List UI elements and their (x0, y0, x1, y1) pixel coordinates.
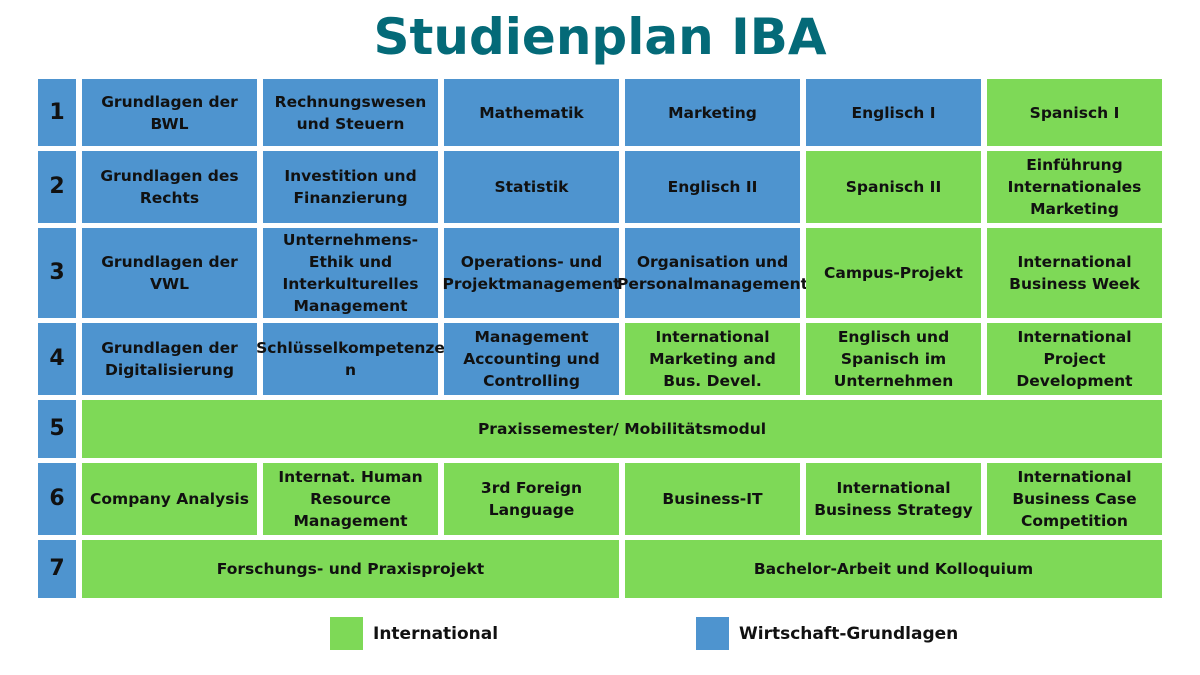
module-cell: Operations- und Projektmanagement (443, 228, 621, 318)
module-cell: Praxissemester/ Mobilitätsmodul (82, 400, 1162, 458)
module-cell: Company Analysis (82, 463, 257, 535)
module-cell: Bachelor-Arbeit und Kolloquium (625, 540, 1162, 598)
module-cell: International Business Strategy (806, 463, 981, 535)
module-cell: Campus-Projekt (806, 228, 981, 318)
module-cell: Grundlagen der BWL (82, 79, 257, 146)
module-cell: International Project Development (987, 323, 1162, 395)
module-cell: Englisch und Spanisch im Unternehmen (806, 323, 981, 395)
module-cell: Grundlagen der VWL (82, 228, 257, 318)
legend-label: Wirtschaft-Grundlagen (739, 623, 959, 644)
module-cell: Grundlagen der Digitalisierung (82, 323, 257, 395)
module-cell: Marketing (625, 79, 800, 146)
module-cell: 3rd Foreign Language (444, 463, 619, 535)
module-cell: Statistik (444, 151, 619, 223)
semester-number: 6 (38, 463, 76, 535)
page-title: Studienplan IBA (373, 8, 827, 66)
legend-label: International (373, 623, 499, 644)
module-cell: Management Accounting und Controlling (444, 323, 619, 395)
module-cell: Mathematik (444, 79, 619, 146)
module-cell: Grundlagen des Rechts (82, 151, 257, 223)
module-cell: International Business Case Competition (987, 463, 1162, 535)
legend-international: International (330, 617, 498, 650)
semester-number: 7 (38, 540, 76, 598)
module-cell: Spanisch I (987, 79, 1162, 146)
module-cell: Einführung Internationales Marketing (987, 151, 1162, 223)
module-cell: Englisch II (625, 151, 800, 223)
semester-number: 5 (38, 400, 76, 458)
module-cell: Investition und Finanzierung (263, 151, 438, 223)
semester-number: 3 (38, 228, 76, 318)
module-cell: Englisch I (806, 79, 981, 146)
semester-number: 1 (38, 79, 76, 146)
semester-number: 4 (38, 323, 76, 395)
module-cell: Organisation und Personalmanagement (617, 228, 808, 318)
module-cell: International Marketing and Bus. Devel. (625, 323, 800, 395)
module-cell: Spanisch II (806, 151, 981, 223)
legend-wirtschaft: Wirtschaft-Grundlagen (696, 617, 958, 650)
module-cell: International Business Week (987, 228, 1162, 318)
module-cell: Business-IT (625, 463, 800, 535)
legend-swatch-blue (696, 617, 729, 650)
module-cell: Forschungs- und Praxisprojekt (82, 540, 619, 598)
module-cell: Schlüsselkompetenze n (256, 323, 445, 395)
semester-number: 2 (38, 151, 76, 223)
module-cell: Internat. Human Resource Management (263, 463, 438, 535)
legend-swatch-green (330, 617, 363, 650)
module-cell: Rechnungswesen und Steuern (263, 79, 438, 146)
module-cell: Unternehmens-Ethik und Interkulturelles … (263, 228, 438, 318)
